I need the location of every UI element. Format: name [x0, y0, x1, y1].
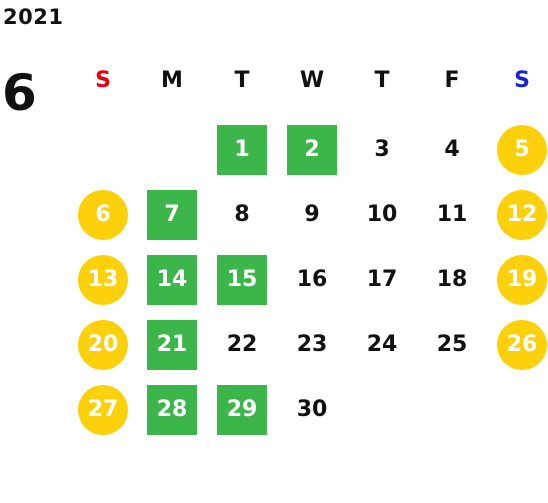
day-cell-25: 25 — [436, 332, 468, 357]
day-cell-16: 16 — [296, 267, 328, 292]
day-cell-1: 1 — [217, 125, 267, 175]
weekday-monday: M — [161, 68, 183, 93]
day-cell-15: 15 — [217, 255, 267, 305]
day-cell-26: 26 — [497, 320, 547, 370]
day-cell-14: 14 — [147, 255, 197, 305]
day-cell-12: 12 — [497, 190, 547, 240]
weekday-saturday: S — [514, 68, 530, 93]
day-cell-29: 29 — [217, 385, 267, 435]
day-cell-10: 10 — [366, 202, 398, 227]
year-label: 2021 — [3, 5, 64, 29]
day-cell-2: 2 — [287, 125, 337, 175]
day-cell-28: 28 — [147, 385, 197, 435]
day-cell-13: 13 — [78, 255, 128, 305]
day-cell-22: 22 — [226, 332, 258, 357]
weekday-wednesday: W — [299, 68, 325, 93]
day-cell-4: 4 — [444, 137, 460, 162]
month-number: 6 — [2, 64, 37, 122]
day-cell-9: 9 — [304, 202, 320, 227]
day-cell-18: 18 — [436, 267, 468, 292]
weekday-tuesday: T — [234, 68, 250, 93]
day-cell-24: 24 — [366, 332, 398, 357]
day-cell-17: 17 — [366, 267, 398, 292]
day-cell-3: 3 — [374, 137, 390, 162]
day-cell-5: 5 — [497, 125, 547, 175]
day-cell-23: 23 — [296, 332, 328, 357]
day-cell-8: 8 — [234, 202, 250, 227]
day-cell-19: 19 — [497, 255, 547, 305]
weekday-sunday: S — [95, 68, 111, 93]
day-cell-27: 27 — [78, 385, 128, 435]
day-cell-11: 11 — [436, 202, 468, 227]
day-cell-20: 20 — [78, 320, 128, 370]
weekday-friday: F — [444, 68, 460, 93]
day-cell-7: 7 — [147, 190, 197, 240]
day-cell-21: 21 — [147, 320, 197, 370]
day-cell-30: 30 — [296, 397, 328, 422]
weekday-thursday: T — [374, 68, 390, 93]
day-cell-6: 6 — [78, 190, 128, 240]
